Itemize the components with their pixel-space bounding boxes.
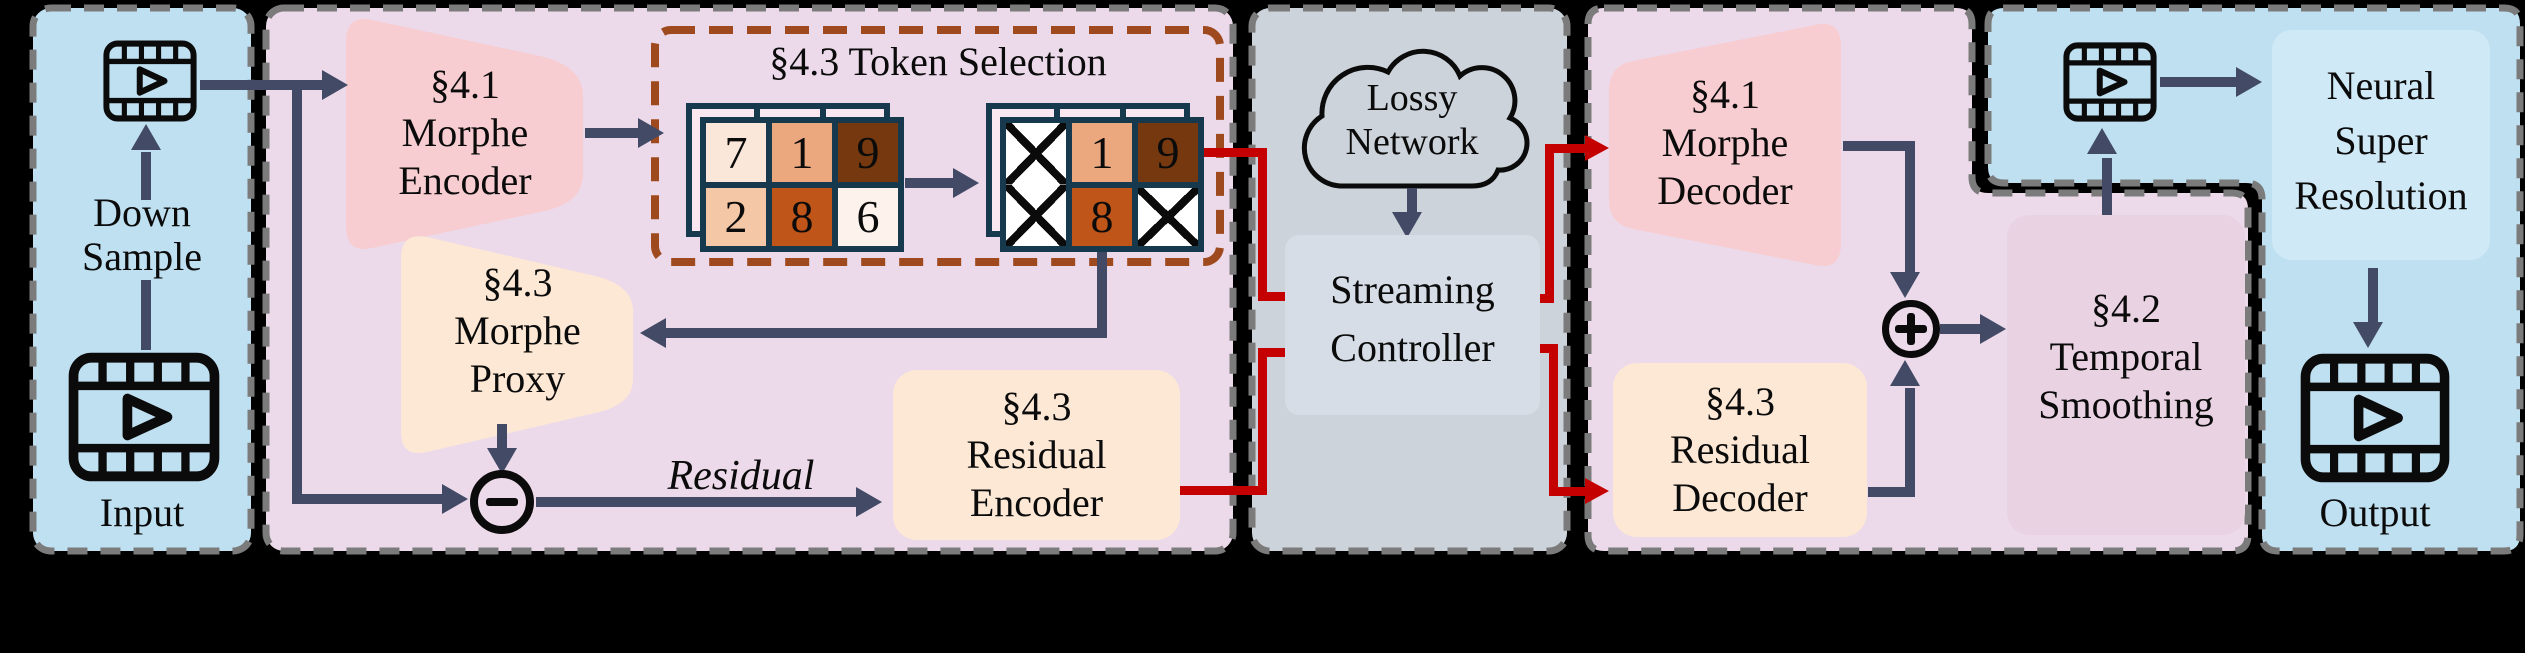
morphe-decoder-blob xyxy=(1609,23,1841,267)
arrow-grid-to-grid-head-icon xyxy=(953,168,979,198)
residual-caption: Residual xyxy=(667,453,815,499)
red-tokens-to-controller-2 xyxy=(1258,148,1267,301)
arrow-decoder-to-add-vertical xyxy=(1905,141,1915,273)
cloud-label-line2: Network xyxy=(1345,121,1479,163)
arrow-to-encoder-head-icon xyxy=(322,70,348,100)
arrow-tokens-to-proxy-horizontal xyxy=(666,328,1107,338)
input-label: Input xyxy=(99,490,185,535)
arrow-downsample-head-icon xyxy=(131,124,161,150)
red-controller-to-decoder-3 xyxy=(1545,144,1587,153)
neural-super-resolution-box xyxy=(2272,30,2490,260)
token-cell: 9 xyxy=(1138,123,1198,182)
arrow-encoder-to-tokens-shaft xyxy=(585,128,640,138)
residual-decoder-label: §4.3 Residual Decoder xyxy=(1670,379,1810,520)
arrow-nsr-to-output-shaft xyxy=(2368,268,2378,324)
token-selection-box xyxy=(651,26,1224,266)
morphe-proxy-label: §4.3 Morphe Proxy xyxy=(454,260,581,401)
residual-encoder-box xyxy=(893,370,1180,540)
arrow-add-to-temporal-shaft xyxy=(1940,324,1982,334)
branch-to-subtract-vertical xyxy=(292,80,302,504)
arrow-into-subtract-head-icon xyxy=(442,484,468,514)
arrow-encoder-to-tokens-head-icon xyxy=(638,118,664,148)
arrow-tokens-to-proxy-vertical xyxy=(1097,252,1107,338)
token-selection-title: §4.3 Token Selection xyxy=(769,39,1107,84)
morphe-proxy-blob xyxy=(401,236,633,454)
arrow-proxy-to-subtract-shaft xyxy=(497,424,507,450)
token-cell: 8 xyxy=(1072,187,1132,246)
red-controller-to-decoder-2 xyxy=(1545,144,1554,303)
arrow-decoder-to-add-head-icon xyxy=(1890,272,1920,298)
arrow-video-to-nsr-shaft xyxy=(2160,77,2238,87)
branch-to-subtract-horizontal xyxy=(292,494,442,504)
arrow-proxy-to-subtract-head-icon xyxy=(487,448,517,474)
downsampled-video-icon xyxy=(103,40,197,122)
arrow-cloud-to-controller-shaft xyxy=(1407,188,1417,214)
arrow-resdec-to-add-horizontal xyxy=(1868,487,1915,497)
arrow-residual-head-icon xyxy=(856,487,882,517)
arrow-temporal-to-video-head-icon xyxy=(2087,128,2117,154)
arrow-resdec-to-add-head-icon xyxy=(1890,360,1920,386)
neural-super-resolution-label: Neural Super Resolution xyxy=(2294,63,2468,218)
red-arrow-decoder-head-icon xyxy=(1585,135,1609,161)
input-video-icon xyxy=(68,352,220,482)
arrow-nsr-to-output-head-icon xyxy=(2353,322,2383,348)
red-controller-to-resdec-3 xyxy=(1549,487,1587,496)
arrow-video-to-nsr-head-icon xyxy=(2236,67,2262,97)
streaming-controller-box xyxy=(1285,235,1540,415)
token-cell: 1 xyxy=(772,123,832,182)
token-cell: 7 xyxy=(706,123,766,182)
residual-encoder-label: §4.3 Residual Encoder xyxy=(966,384,1107,525)
red-controller-to-resdec-2 xyxy=(1549,344,1558,492)
arrow-add-to-temporal-head-icon xyxy=(1980,314,2006,344)
red-resenc-to-controller-2 xyxy=(1258,348,1267,495)
residual-decoder-box xyxy=(1613,363,1867,537)
token-cell-dropped xyxy=(1138,187,1198,246)
arrow-residual-shaft xyxy=(536,497,858,507)
arrow-to-encoder-shaft xyxy=(200,80,324,90)
arrow-decoder-to-add-horizontal xyxy=(1843,141,1915,151)
subtract-icon xyxy=(470,470,534,534)
token-cell: 6 xyxy=(838,187,898,246)
cloud-icon xyxy=(1301,48,1530,189)
morphe-decoder-label: §4.1 Morphe Decoder xyxy=(1657,72,1793,213)
smoothed-video-icon xyxy=(2063,42,2157,122)
red-resenc-to-controller-1 xyxy=(1180,486,1267,495)
cloud-label-line1: Lossy xyxy=(1366,77,1458,119)
arrow-temporal-to-video-shaft xyxy=(2102,158,2112,216)
morphe-encoder-label: §4.1 Morphe Encoder xyxy=(398,62,532,203)
arrow-downsample-shaft xyxy=(141,152,151,200)
red-resenc-to-controller-3 xyxy=(1258,348,1292,357)
red-arrow-resdec-head-icon xyxy=(1585,478,1609,504)
red-tokens-to-controller-1 xyxy=(1203,148,1267,157)
output-video-icon xyxy=(2300,353,2450,483)
token-cell-dropped xyxy=(1006,123,1066,246)
token-cell: 1 xyxy=(1072,123,1132,182)
temporal-smoothing-label: §4.2 Temporal Smoothing xyxy=(2038,286,2214,427)
preprocess-panel xyxy=(29,4,255,555)
streaming-controller-label: Streaming Controller xyxy=(1330,267,1495,370)
arrow-tokens-to-proxy-head-icon xyxy=(640,318,666,348)
temporal-smoothing-box xyxy=(2007,215,2245,535)
red-tokens-to-controller-3 xyxy=(1258,292,1292,301)
morphe-encoder-blob xyxy=(346,18,583,250)
arrow-resdec-to-add-vertical xyxy=(1905,388,1915,497)
add-icon xyxy=(1882,300,1940,358)
token-cell: 2 xyxy=(706,187,766,246)
arrow-grid-to-grid-shaft xyxy=(905,178,955,188)
line-input-to-downsample xyxy=(141,280,151,350)
token-cell: 9 xyxy=(838,123,898,182)
down-sample-label: Down Sample xyxy=(82,190,202,279)
arrow-cloud-to-controller-head-icon xyxy=(1392,212,1422,238)
output-label: Output xyxy=(2319,490,2431,535)
token-cell: 8 xyxy=(772,187,832,246)
